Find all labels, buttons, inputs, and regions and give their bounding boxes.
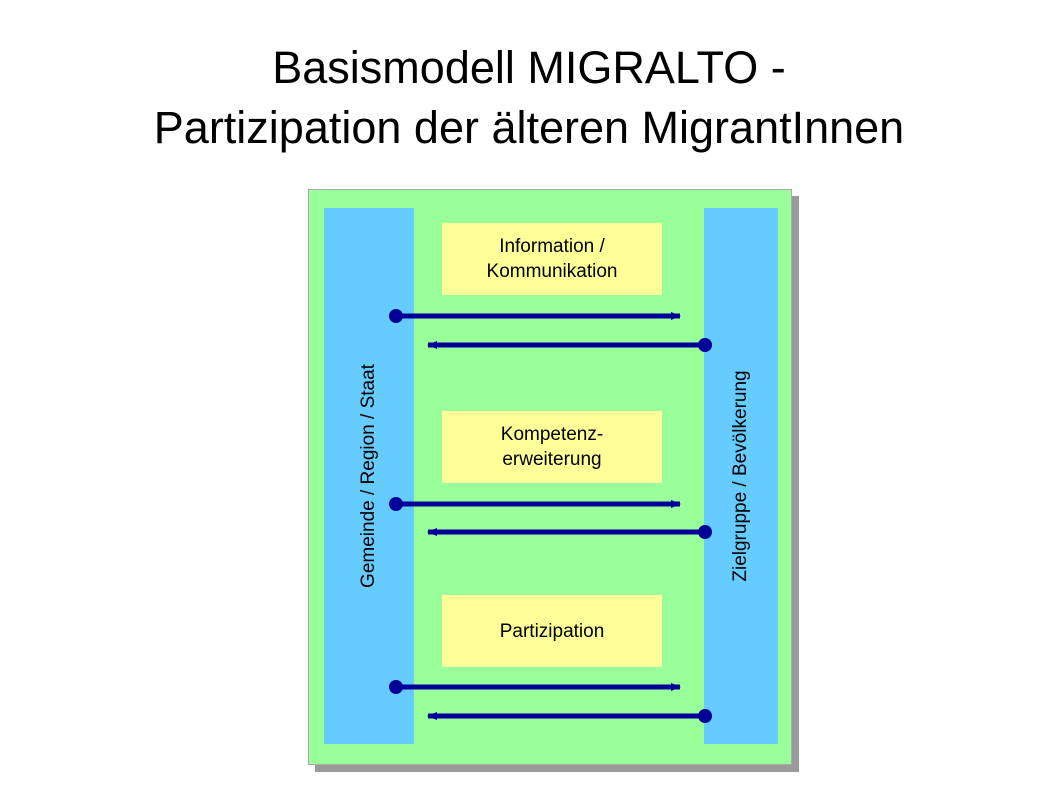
- slide-title: Basismodell MIGRALTO - Partizipation der…: [0, 38, 1058, 158]
- box-kompetenz: Kompetenz- erweiterung: [442, 411, 662, 483]
- arrow-return-dot-1: [698, 338, 712, 352]
- box-partizipation: Partizipation: [442, 595, 662, 667]
- box-information: Information / Kommunikation: [442, 223, 662, 295]
- box-kompetenz-line-1: Kompetenz-: [500, 424, 604, 445]
- title-line-1: Basismodell MIGRALTO -: [272, 42, 786, 93]
- arrow-pair-2: [389, 497, 712, 539]
- arrow-pair-1: [389, 309, 712, 352]
- box-partizipation-line-1: Partizipation: [499, 620, 605, 642]
- title-line-2: Partizipation der älteren MigrantInnen: [153, 102, 905, 153]
- arrow-origin-dot-1: [389, 309, 403, 323]
- right-pillar: Zielgruppe / Bevölkerung: [704, 208, 778, 744]
- box-information-line-2: Kommunikation: [486, 261, 618, 282]
- arrow-origin-dot-3: [389, 680, 403, 694]
- arrow-origin-dot-2: [389, 497, 403, 511]
- arrow-pair-3: [389, 680, 712, 723]
- box-information-line-1: Information /: [499, 236, 605, 257]
- arrow-return-dot-3: [698, 709, 712, 723]
- arrow-return-dot-2: [698, 525, 712, 539]
- box-kompetenz-line-2: erweiterung: [502, 449, 602, 470]
- left-pillar: Gemeinde / Region / Staat: [324, 208, 414, 744]
